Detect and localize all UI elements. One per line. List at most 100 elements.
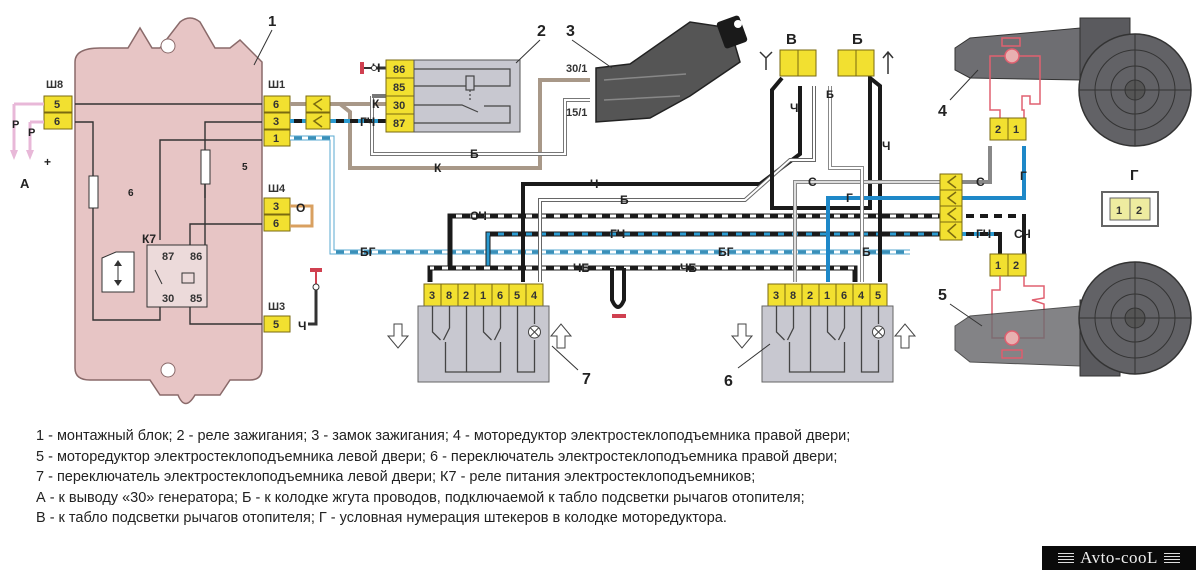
svg-text:6: 6 (54, 116, 60, 128)
svg-text:Г: Г (846, 191, 853, 205)
svg-text:ГЧ: ГЧ (610, 227, 625, 241)
svg-text:87: 87 (162, 251, 174, 263)
callout-1: 1 (268, 13, 276, 30)
window-lifter-icon (101, 251, 135, 293)
switch-pin-label: 4 (858, 290, 865, 302)
connector-b: Б (837, 31, 894, 77)
right-door-motor: 2 1 4 (938, 17, 1192, 147)
fuse-label-6: 6 (128, 188, 134, 199)
lamp-icon (528, 325, 541, 339)
switch-pin-label: 3 (773, 290, 779, 302)
speed-lines-icon (1058, 553, 1075, 563)
svg-text:30: 30 (393, 100, 405, 112)
callout-6: 6 (724, 373, 733, 390)
svg-text:К: К (434, 161, 442, 175)
svg-text:3: 3 (273, 116, 279, 128)
callout-4: 4 (938, 103, 947, 120)
inset-g-pin-numbering: Г 1 2 (1101, 167, 1159, 227)
svg-text:Г: Г (1130, 167, 1139, 184)
legend-line: 5 - моторедуктор электростеклоподъемника… (36, 448, 838, 465)
switch-pin-label: 5 (875, 290, 881, 302)
legend-line: В - к табло подсветки рычагов отопителя;… (36, 510, 727, 526)
relay-k7: К7 87 86 30 85 (142, 232, 208, 308)
antenna-icon (759, 51, 773, 70)
svg-text:С: С (976, 175, 985, 189)
svg-text:30/1: 30/1 (566, 63, 587, 75)
svg-text:Ш4: Ш4 (268, 183, 286, 195)
svg-text:+: + (44, 155, 51, 169)
svg-text:86: 86 (190, 251, 202, 263)
legend-line: 1 - монтажный блок; 2 - реле зажигания; … (36, 428, 851, 444)
svg-text:Ш8: Ш8 (46, 79, 63, 91)
connector-sh3: Ш3 5 Ч (263, 268, 322, 333)
svg-text:Б: Б (852, 31, 863, 48)
svg-text:БГ: БГ (360, 245, 376, 259)
inline-connector-right (939, 173, 963, 241)
switch-pin-label: 8 (790, 290, 796, 302)
callout-2: 2 (537, 23, 546, 40)
switch-body (417, 305, 550, 383)
legend-line: 7 - переключатель электростеклоподъемник… (36, 469, 756, 485)
svg-text:Г: Г (1020, 169, 1027, 183)
svg-text:5: 5 (273, 319, 279, 331)
svg-text:86: 86 (393, 64, 405, 76)
arrow-up-icon (882, 50, 894, 74)
speed-lines-icon (1163, 553, 1180, 563)
arrow-up-icon (893, 323, 917, 349)
lamp-icon (872, 325, 885, 339)
svg-text:БГ: БГ (718, 245, 734, 259)
svg-text:Р: Р (28, 127, 35, 139)
svg-text:ЧБ: ЧБ (573, 261, 590, 275)
svg-text:Б: Б (826, 89, 834, 101)
svg-text:Ш1: Ш1 (268, 79, 285, 91)
svg-text:2: 2 (1136, 205, 1142, 217)
arrow-up-icon (549, 323, 573, 349)
svg-text:15/1: 15/1 (566, 107, 587, 119)
svg-text:К7: К7 (142, 232, 156, 246)
svg-text:30: 30 (162, 293, 174, 305)
svg-text:Ч: Ч (590, 177, 598, 191)
point-a-generator: Р Р + А (10, 102, 51, 191)
switch-pin-label: 5 (514, 290, 520, 302)
svg-text:ЧБ: ЧБ (680, 261, 697, 275)
connector-sh8: Ш8 5 6 (43, 79, 73, 130)
svg-text:1: 1 (995, 260, 1001, 272)
svg-text:В: В (786, 31, 797, 48)
fuse-label-5: 5 (242, 162, 248, 173)
mounting-block: 6 5 К7 87 86 30 85 1 (74, 13, 276, 405)
svg-text:1: 1 (1116, 205, 1122, 217)
svg-text:Ш3: Ш3 (268, 301, 285, 313)
arrow-down-icon (386, 323, 410, 349)
ignition-relay: 86 85 30 87 2 (360, 23, 546, 133)
switch-pin-label: 1 (824, 290, 830, 302)
arrow-down-icon (730, 323, 754, 349)
diagram-legend: 1 - монтажный блок; 2 - реле зажигания; … (36, 426, 1036, 529)
svg-text:85: 85 (190, 293, 202, 305)
window-lifter-wiring-diagram: 6 5 К7 87 86 30 85 1 Ш8 5 6 Р (10, 13, 1192, 405)
svg-text:СЧ: СЧ (470, 209, 487, 223)
point-a-label: А (20, 176, 30, 191)
svg-text:87: 87 (393, 118, 405, 130)
callout-5: 5 (938, 287, 947, 304)
connector-v: В (759, 31, 817, 77)
watermark-text: Avto-cooL (1080, 548, 1158, 567)
svg-text:3: 3 (273, 201, 279, 213)
switch-pin-label: 1 (480, 290, 486, 302)
inline-connector-left (305, 95, 331, 130)
svg-text:85: 85 (393, 82, 405, 94)
svg-text:5: 5 (54, 99, 60, 111)
switch-pin-label: 6 (497, 290, 503, 302)
svg-text:СЧ: СЧ (1014, 227, 1031, 241)
connector-sh1: Ш1 6 3 1 (263, 79, 291, 147)
svg-text:1: 1 (273, 133, 279, 145)
wires (290, 66, 1026, 318)
svg-text:С: С (808, 175, 817, 189)
switch-pin-label: 6 (841, 290, 847, 302)
svg-text:О: О (296, 201, 305, 215)
switch-pin-label: 3 (429, 290, 435, 302)
svg-text:Ч: Ч (790, 101, 798, 115)
svg-text:ГЧ: ГЧ (976, 227, 991, 241)
fuse-6 (88, 175, 99, 209)
